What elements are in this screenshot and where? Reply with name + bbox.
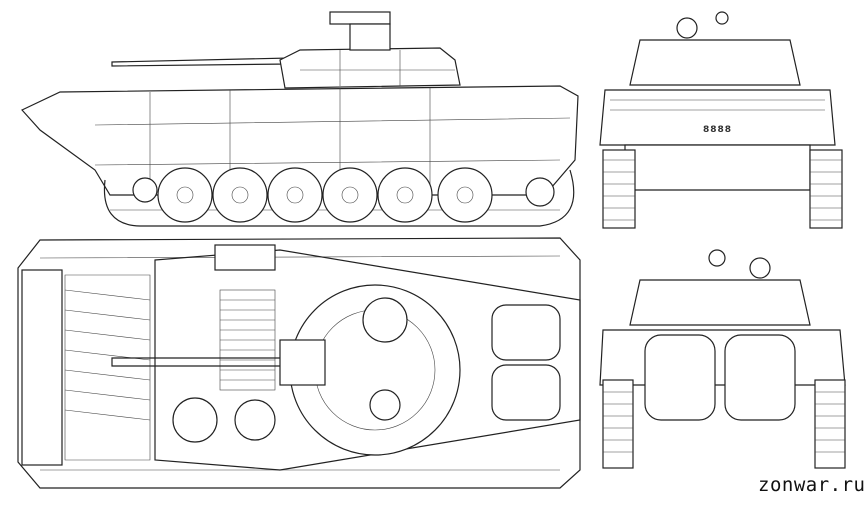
side-view [21, 11, 579, 227]
top-view [17, 237, 581, 489]
road-wheels [132, 167, 555, 223]
front-view [599, 11, 843, 229]
rear-view [599, 249, 846, 469]
plate-number: 8888 [703, 125, 733, 135]
watermark: zonwar.ru [758, 474, 864, 496]
